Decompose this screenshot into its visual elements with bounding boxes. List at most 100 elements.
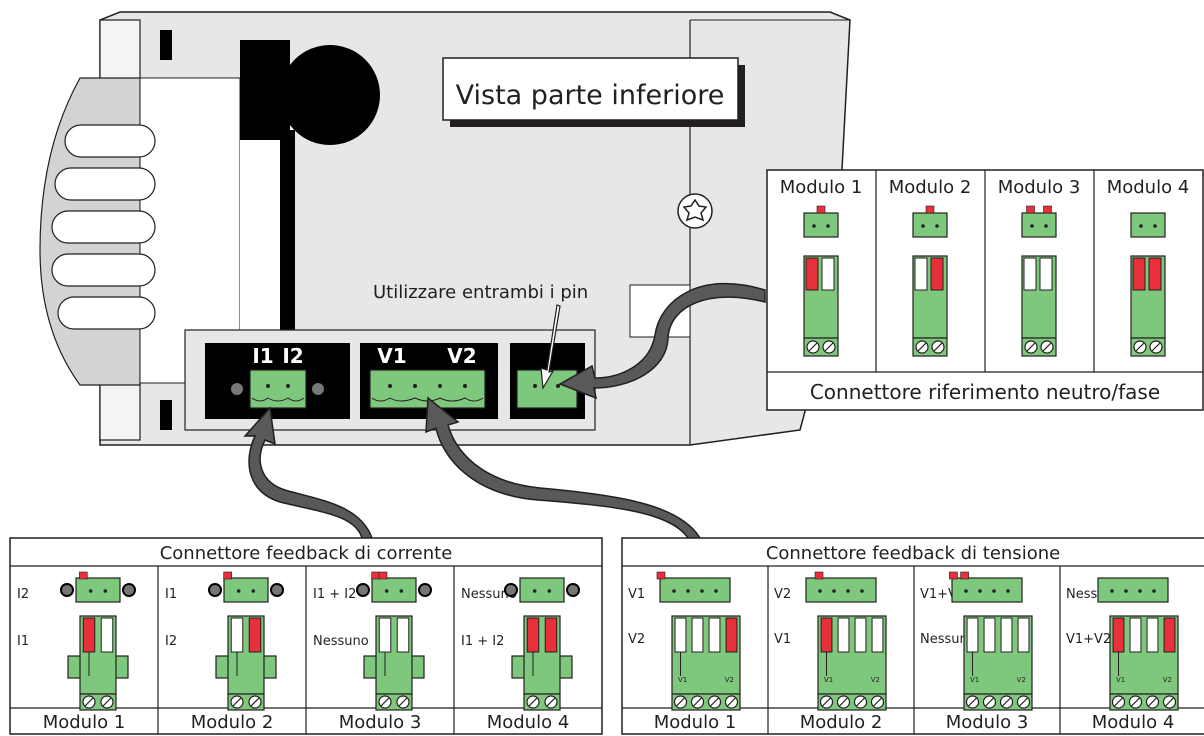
screw-head-icon [526,695,540,709]
terminal-label-i1: I1 [252,344,273,368]
neutral-caption: Connettore riferimento neutro/fase [810,380,1160,404]
red-slot [248,617,262,653]
pin-label-v2: V2 [725,676,734,684]
device-current-connector [229,369,326,409]
plug [363,615,425,711]
voltage-cell-bottom-label: V2 [628,632,645,647]
screw-head-icon [724,695,739,709]
screw-head-icon [1133,340,1147,354]
slot [821,257,835,291]
slot [1146,617,1159,653]
key-marker [378,571,388,580]
view-title: Vista parte inferiore [456,80,725,111]
red-slot [544,617,558,653]
current-cell-module: Modulo 3 [339,712,422,733]
neutral-module-3: Modulo 3 [998,177,1081,198]
pin-label-v1: V1 [678,676,687,684]
voltage-cell-bottom-label: Nessuno [920,632,976,647]
slot [396,617,410,653]
slot [854,617,867,653]
screw-head-icon [396,695,410,709]
header-socket [1097,577,1169,603]
key-marker [816,205,826,214]
screw-head-icon [1040,340,1054,354]
screw-head-icon [836,695,851,709]
slot [1000,617,1013,653]
key-marker [925,205,935,214]
voltage-panel: Connettore feedback di tensione V1V2Modu… [621,537,1204,735]
screw-head-icon [707,695,722,709]
screw-head-icon [82,695,96,709]
screw-head-icon [1162,695,1177,709]
pin-label-v1: V1 [824,676,833,684]
current-panel: Connettore feedback di corrente I2I1Modu… [9,537,603,735]
red-slot [1132,257,1146,291]
voltage-cell-bottom-label: V1+V2 [1066,632,1111,647]
header-socket [356,571,432,603]
slot [966,617,979,653]
slot [691,617,704,653]
screw-head-icon [965,695,980,709]
arrow-neutral [558,282,766,400]
terminal-label-i2: I2 [282,344,303,368]
neutral-connector-2 [912,205,948,357]
current-cell-top-label: I1 [165,587,177,602]
key-marker [371,571,380,580]
voltage-cell-top-label: V1 [628,587,645,602]
current-cell-top-label: Nessuno [461,587,517,602]
plug [215,615,277,711]
key-marker [814,571,824,580]
screw-head-icon [100,695,114,709]
neutral-module-2: Modulo 2 [889,177,972,198]
callout-arrow [540,304,561,390]
screw-head-icon [1111,695,1126,709]
grip-ridges [51,124,156,330]
screw-head-icon [378,695,392,709]
pin-label-v1: V1 [970,676,979,684]
screw-head-icon [931,340,945,354]
screw-head-icon [806,340,820,354]
red-slot [725,617,738,653]
pin-label-v1: V1 [1116,676,1125,684]
slot [674,617,687,653]
slot [837,617,850,653]
screw-icon [677,193,713,229]
slot [230,617,244,653]
screw-head-icon [1024,340,1038,354]
arrow-voltage [425,396,702,539]
screw-head-icon [690,695,705,709]
key-marker [1026,205,1035,214]
plug [67,615,129,711]
screw-head-icon [870,695,885,709]
screw-head-icon [819,695,834,709]
header-socket [805,571,877,603]
slot [914,257,928,291]
screw-head-icon [915,340,929,354]
screw-head-icon [853,695,868,709]
key-marker [79,571,88,580]
screw-head-icon [999,695,1014,709]
current-cell-bottom-label: I2 [165,634,177,649]
screw-head-icon [1128,695,1143,709]
red-slot [820,617,833,653]
neutral-connector-1 [803,205,839,357]
pin-label-v2: V2 [871,676,880,684]
header-socket [949,571,1023,603]
speaker-icon [280,45,380,145]
plug [511,615,573,711]
neutral-module-1: Modulo 1 [780,177,863,198]
voltage-cell-bottom-label: V1 [774,632,791,647]
screw-head-icon [1145,695,1160,709]
red-slot [805,257,819,291]
slot [708,617,721,653]
screw-head-icon [1149,340,1163,354]
view-title-box: Vista parte inferiore [442,57,745,127]
current-cell-module: Modulo 1 [43,712,126,733]
current-cell-bottom-label: Nessuno [313,634,369,649]
